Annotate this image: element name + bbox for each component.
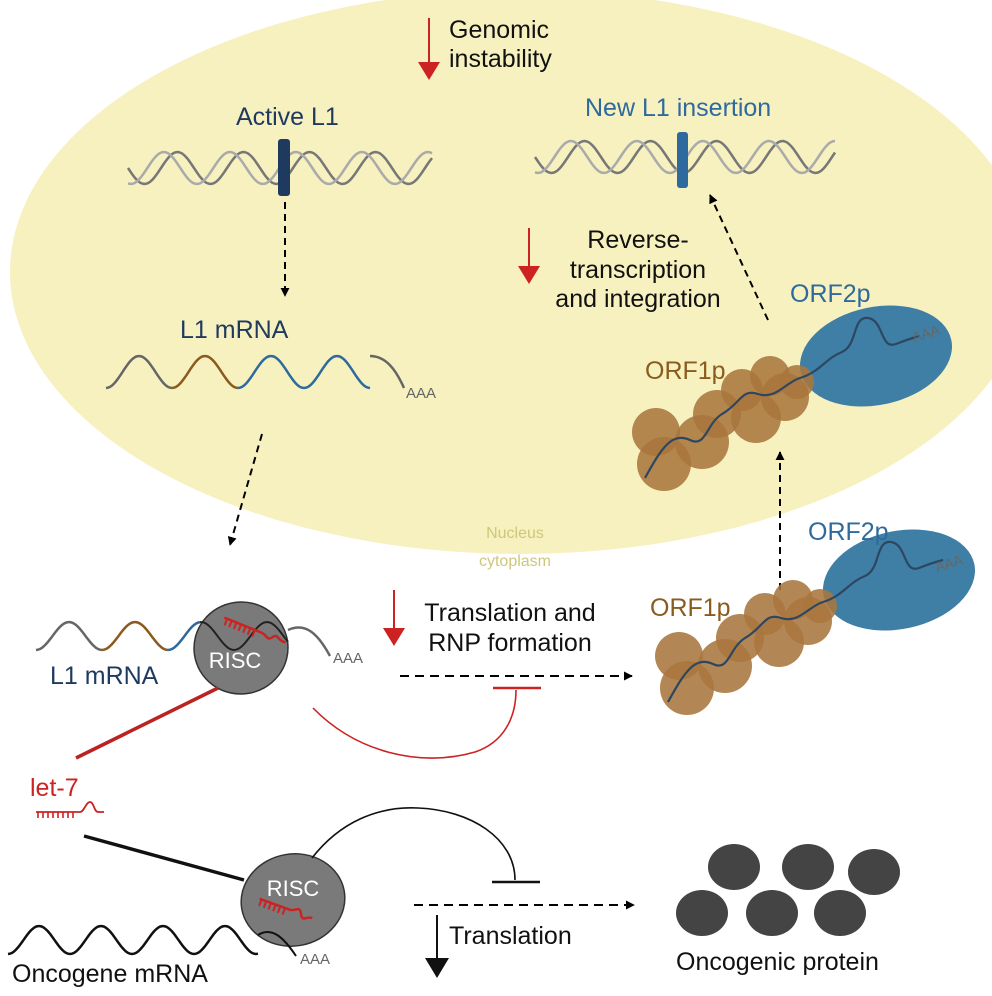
l1-mrna-nucleus-strand — [105, 354, 406, 390]
translation-rnp-label: Translation and RNP formation — [424, 599, 596, 657]
l1-repression-inhibitor — [312, 689, 517, 759]
orf1p-nucleus-label: ORF1p — [645, 357, 726, 385]
nucleus-compartment-label: Nucleus — [486, 525, 544, 542]
translation-rnp-red-arrow — [383, 590, 405, 646]
l1-mrna-cytoplasm-label: L1 mRNA — [50, 662, 159, 690]
integration-arrow — [709, 194, 769, 321]
let7-to-risc-line — [75, 686, 219, 760]
oncogene-mrna-strand — [7, 924, 259, 956]
translation-label: Translation — [449, 922, 572, 950]
oncogenic-protein-label: Oncogenic protein — [676, 948, 879, 976]
l1-mrna-nucleus-label: L1 mRNA — [180, 316, 289, 344]
active-l1-label: Active L1 — [236, 103, 339, 131]
mirna-in-risc-l1 — [223, 616, 286, 644]
translation-down-arrow — [425, 915, 449, 978]
active-l1-element — [278, 139, 290, 196]
polyA-nucleus-mrna: AAA — [406, 385, 437, 402]
rnp-strand-cytoplasm — [667, 540, 944, 703]
orf2p-blob-nucleus — [799, 305, 953, 407]
let7-label: let-7 — [30, 774, 79, 802]
orf2p-blob-cytoplasm — [822, 529, 976, 631]
nucleus-ellipse — [10, 0, 992, 554]
genomic-instability-label: Genomic instability — [449, 16, 552, 73]
oncogenic-protein-cluster — [676, 844, 900, 936]
reverse-transcription-red-arrow — [518, 228, 540, 284]
risc-complex-oncogene — [240, 853, 346, 947]
l1-mrna-cytoplasm-strand — [35, 620, 201, 652]
orf1p-cytoplasm-label: ORF1p — [650, 594, 731, 622]
export-arrow — [227, 433, 263, 546]
orf1p-beads-nucleus — [632, 356, 814, 491]
orf2p-cytoplasm-label: ORF2p — [808, 518, 889, 546]
orf2p-nucleus-label: ORF2p — [790, 280, 871, 308]
l1-mrna-cytoplasm-through — [200, 621, 332, 657]
let7-to-risc-onco-line — [83, 834, 245, 882]
genomic-instability-red-arrow — [418, 18, 440, 80]
cytoplasm-compartment-label: cytoplasm — [478, 553, 552, 570]
polyA-cytoplasm-mrna: AAA — [333, 650, 364, 667]
risc-l1-label: RISC — [208, 648, 262, 673]
oncogene-repression-inhibitor — [311, 807, 516, 881]
oncogene-mrna-through — [257, 930, 297, 957]
risc-oncogene-label: RISC — [266, 876, 320, 901]
polyA-oncogene: AAA — [300, 951, 331, 968]
let7-mirna-icon — [36, 801, 104, 818]
new-l1-element — [677, 132, 688, 188]
new-l1-insertion-label: New L1 insertion — [585, 94, 772, 122]
mirna-in-risc-oncogene — [258, 897, 313, 920]
rnp-strand-nucleus — [644, 316, 921, 479]
oncogene-mrna-label: Oncogene mRNA — [12, 960, 208, 988]
reverse-transcription-label: Reverse- transcription and integration — [555, 226, 721, 313]
